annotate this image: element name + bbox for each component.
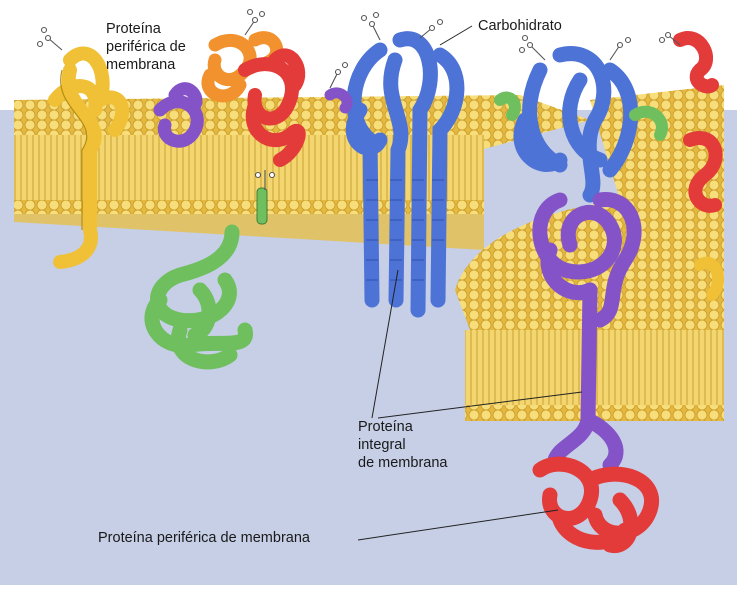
label-peripheral-bottom-text: Proteína periférica de membrana <box>98 529 310 547</box>
label-integral-line-1: Proteína <box>358 418 447 436</box>
label-peripheral-top-line-2: periférica de <box>106 38 186 56</box>
label-peripheral-top-line-3: membrana <box>106 56 186 74</box>
label-integral-line-3: de membrana <box>358 454 447 472</box>
label-peripheral-protein-bottom: Proteína periférica de membrana <box>98 529 310 547</box>
label-integral-line-2: integral <box>358 436 447 454</box>
label-peripheral-top-line-1: Proteína <box>106 20 186 38</box>
label-peripheral-protein-top: Proteína periférica de membrana <box>106 20 186 74</box>
green-anchor <box>257 188 267 224</box>
label-integral-protein: Proteína integral de membrana <box>358 418 447 472</box>
label-carbohydrate: Carbohidrato <box>478 17 562 35</box>
label-carbohydrate-text: Carbohidrato <box>478 17 562 35</box>
